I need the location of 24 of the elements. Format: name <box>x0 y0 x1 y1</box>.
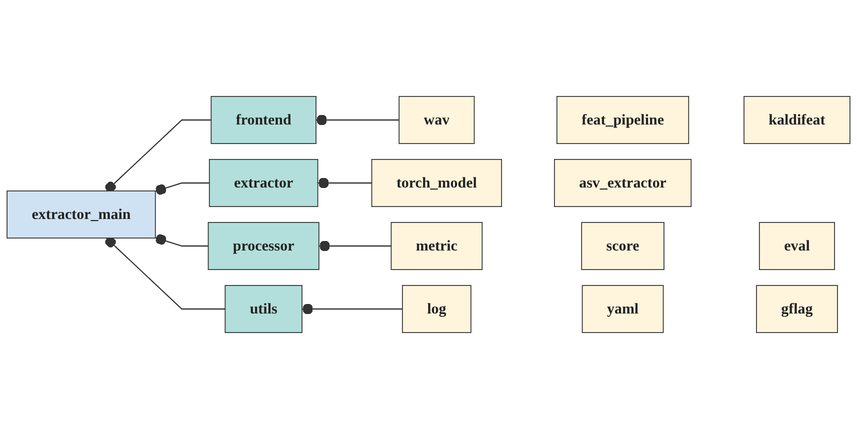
module-box: processor <box>208 222 320 270</box>
connector-line <box>105 119 212 192</box>
module-box: kaldifeat <box>744 96 850 144</box>
module-box: asv_extractor <box>554 158 692 207</box>
module-box: utils <box>224 285 302 334</box>
module-box: feat_pipeline <box>556 96 690 144</box>
connector-line <box>105 236 226 310</box>
module-box: gflag <box>756 285 838 334</box>
module-box: log <box>402 285 472 334</box>
module-box: eval <box>758 222 835 270</box>
connector-line <box>316 114 400 126</box>
module-box: torch_model <box>371 158 502 207</box>
module-box: extractor_main <box>6 190 156 238</box>
module-box: yaml <box>582 285 664 334</box>
connector-line <box>302 304 402 314</box>
connector-line <box>155 182 210 195</box>
module-box: extractor <box>208 158 318 207</box>
module-box: score <box>581 222 664 270</box>
connector-line <box>155 234 208 247</box>
module-box: wav <box>398 96 475 144</box>
module-box: frontend <box>210 96 316 144</box>
connector-line <box>318 178 372 188</box>
connector-line <box>318 240 392 252</box>
module-box: metric <box>390 222 483 270</box>
